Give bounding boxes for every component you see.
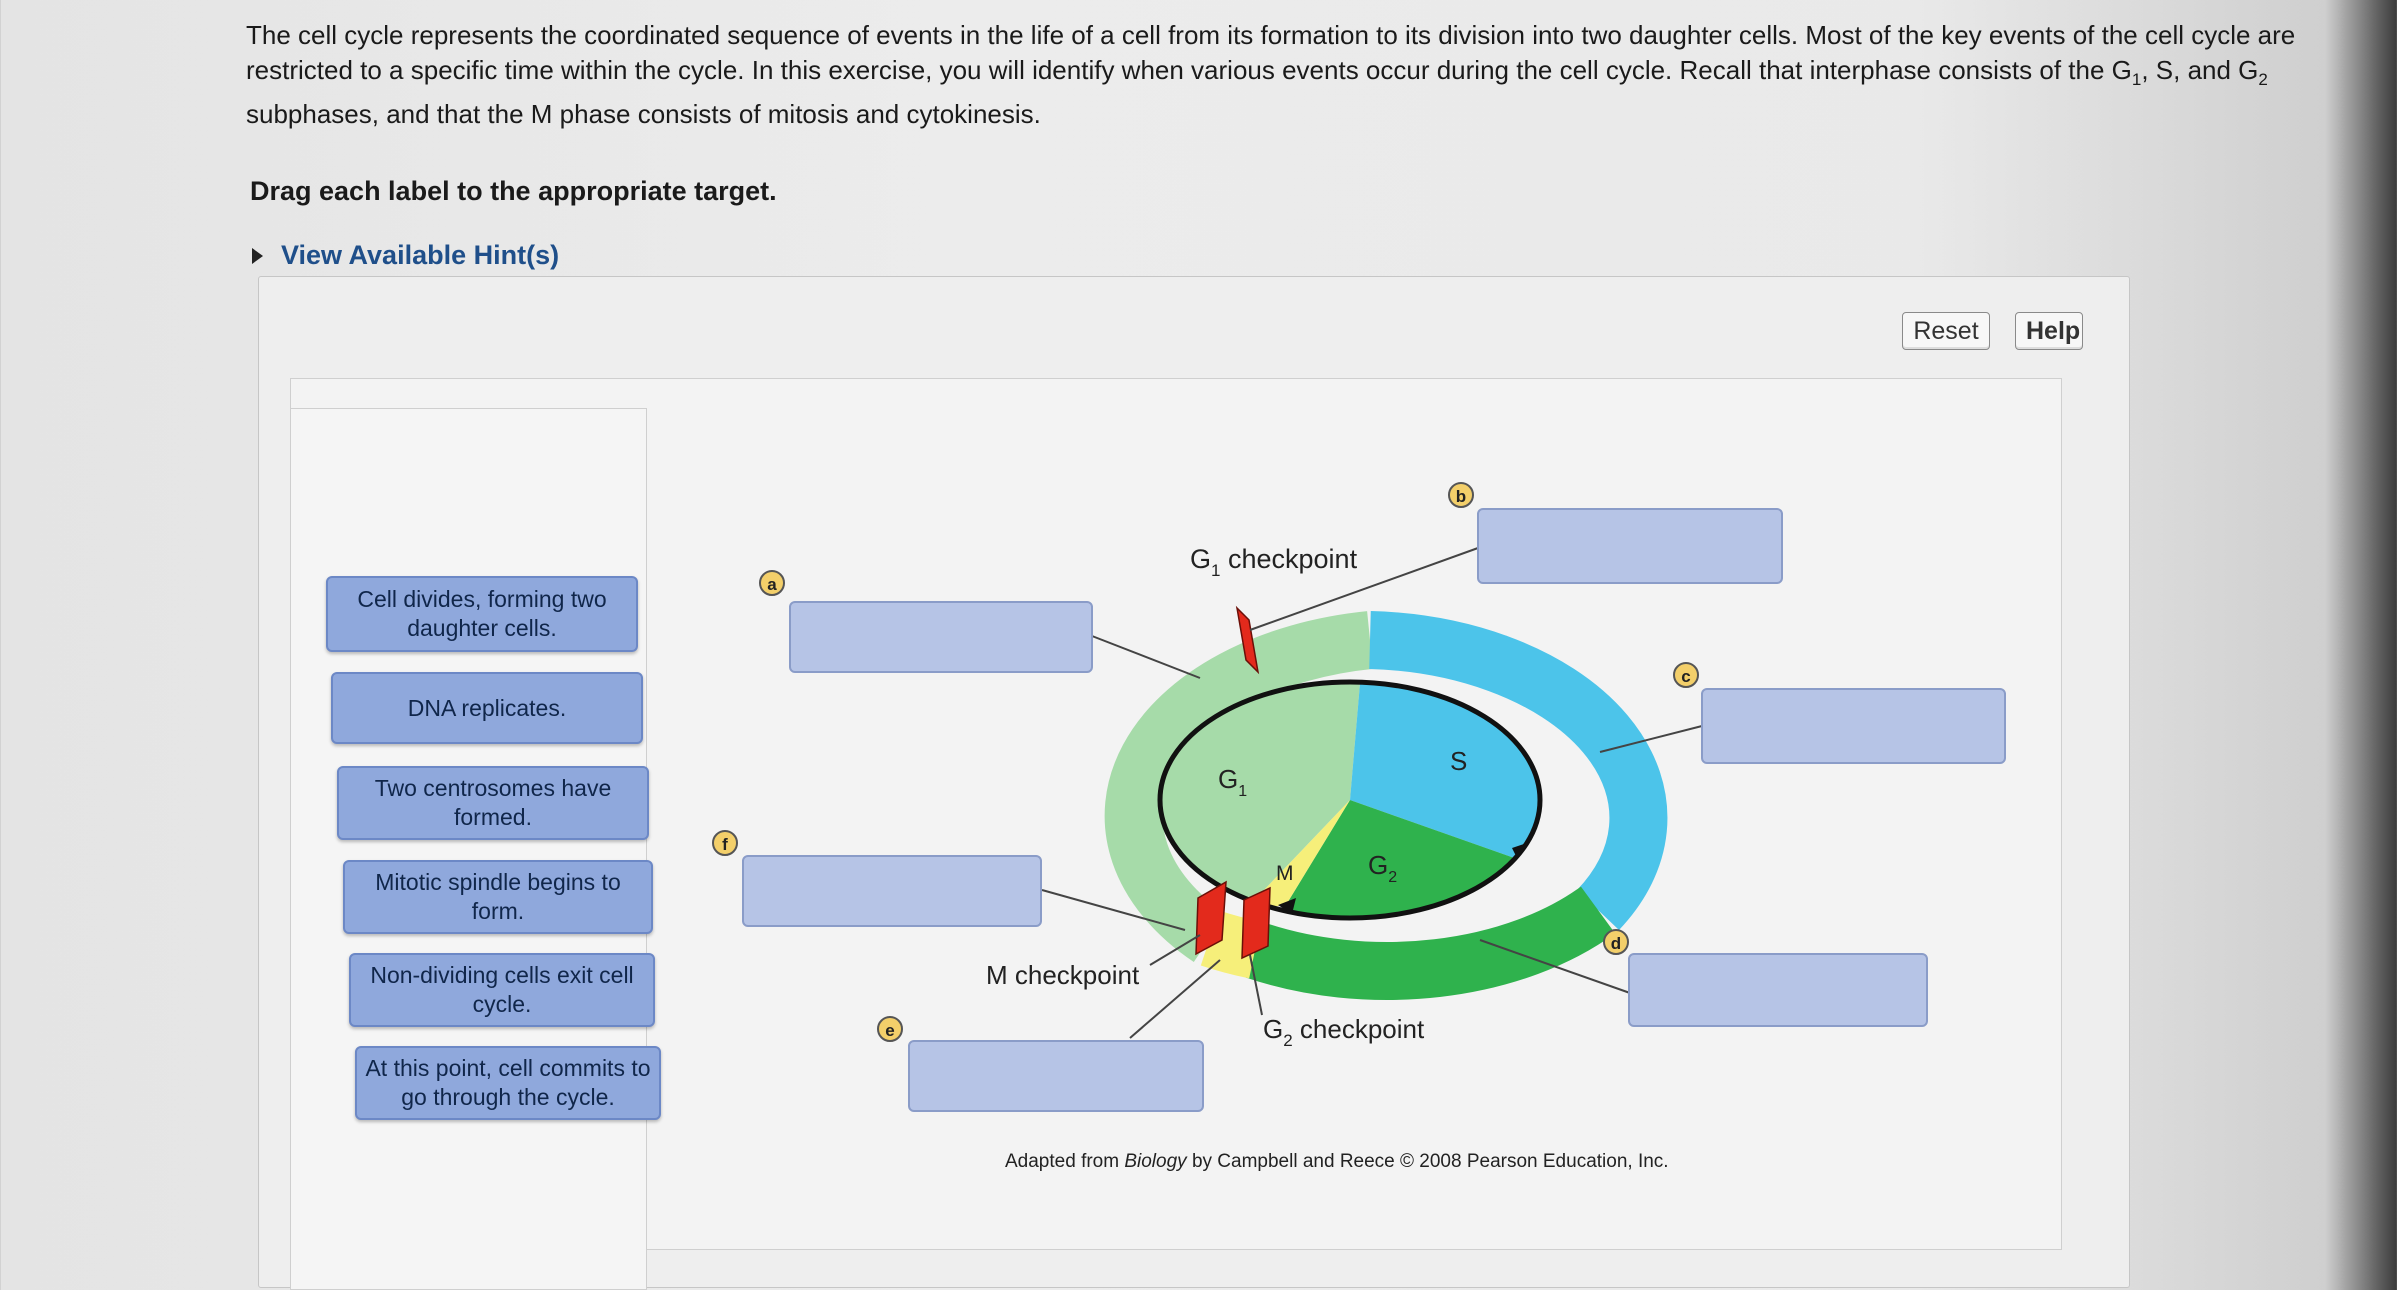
- leader-line-b: [1249, 547, 1479, 631]
- credit-book-title: Biology: [1124, 1151, 1187, 1172]
- leader-line-g2-checkpoint: [1249, 954, 1263, 1016]
- credit-suffix: by Campbell and Reece © 2008 Pearson Edu…: [1186, 1151, 1669, 1172]
- drop-target-f[interactable]: [742, 855, 1042, 927]
- intro-g2-sub: 2: [2258, 70, 2268, 90]
- cycle-direction-arrow: [1157, 679, 1543, 921]
- g2-checkpoint-barrier: [1241, 886, 1271, 960]
- target-letter-f: f: [712, 830, 738, 856]
- label-dna-replicates[interactable]: DNA replicates.: [331, 672, 643, 744]
- instruction: Drag each label to the appropriate targe…: [250, 176, 777, 206]
- view-hints-label: View Available Hint(s): [281, 240, 560, 270]
- leader-line-e: [1129, 959, 1221, 1039]
- intro-text-1: The cell cycle represents the coordinate…: [246, 20, 2296, 85]
- label-mitotic-spindle[interactable]: Mitotic spindle begins to form.: [343, 860, 653, 934]
- drop-target-e[interactable]: [908, 1040, 1204, 1112]
- help-button[interactable]: Help: [2015, 312, 2083, 350]
- intro-g1-sub: 1: [2131, 70, 2142, 90]
- target-letter-a: a: [759, 570, 785, 596]
- image-credit: Adapted from Biology by Campbell and Ree…: [1005, 1151, 1669, 1173]
- reset-button[interactable]: Reset: [1902, 312, 1990, 350]
- intro-text-2: , S, and G: [2141, 55, 2259, 85]
- label-non-dividing-exit[interactable]: Non-dividing cells exit cell cycle.: [349, 953, 655, 1027]
- g1-ring-segment: [1104, 611, 1373, 963]
- m-pie-slice: [1245, 800, 1350, 910]
- drop-target-a[interactable]: [789, 601, 1093, 673]
- arrowhead-icon: [1278, 898, 1296, 914]
- leader-line-a: [1091, 635, 1201, 679]
- target-letter-e: e: [877, 1016, 903, 1042]
- label-cell-divides[interactable]: Cell divides, forming two daughter cells…: [326, 576, 638, 652]
- view-hints-toggle[interactable]: View Available Hint(s): [252, 240, 559, 271]
- leader-line-c: [1599, 725, 1703, 753]
- arrowhead-icon: [1512, 842, 1530, 858]
- g2-checkpoint-label: G2 checkpoint: [1263, 1014, 1425, 1050]
- s-ring-segment: [1369, 611, 1668, 930]
- target-letter-c: c: [1673, 662, 1699, 688]
- drop-target-c[interactable]: [1701, 688, 2006, 764]
- leader-line-m-checkpoint: [1149, 934, 1201, 966]
- target-letter-b: b: [1448, 482, 1474, 508]
- m-phase-label: M: [1276, 862, 1294, 885]
- g2-ring-segment: [1245, 886, 1616, 1001]
- leader-line-f: [1041, 889, 1186, 931]
- g1-phase-label: G1: [1218, 764, 1247, 800]
- g1-checkpoint-barrier: [1235, 605, 1260, 675]
- g2-phase-label: G2: [1368, 850, 1397, 886]
- drop-target-b[interactable]: [1477, 508, 1783, 584]
- target-letter-d: d: [1603, 929, 1629, 955]
- m-checkpoint-label: M checkpoint: [986, 960, 1140, 990]
- expand-arrow-icon: [252, 247, 263, 264]
- intro-text-3: subphases, and that the M phase consists…: [246, 99, 1041, 130]
- m-checkpoint-barrier: [1195, 880, 1227, 956]
- credit-prefix: Adapted from: [1005, 1151, 1125, 1172]
- g1-checkpoint-label: G1 checkpoint: [1190, 544, 1358, 580]
- g2-pie-slice: [1286, 800, 1540, 918]
- label-cell-commits[interactable]: At this point, cell commits to go throug…: [355, 1046, 661, 1120]
- label-two-centrosomes[interactable]: Two centrosomes have formed.: [337, 766, 649, 840]
- leader-line-d: [1479, 939, 1631, 994]
- s-phase-label: S: [1450, 746, 1467, 776]
- intro-paragraph: The cell cycle represents the coordinate…: [246, 18, 2296, 132]
- drop-target-d[interactable]: [1628, 953, 1928, 1027]
- label-bank: [290, 408, 647, 1290]
